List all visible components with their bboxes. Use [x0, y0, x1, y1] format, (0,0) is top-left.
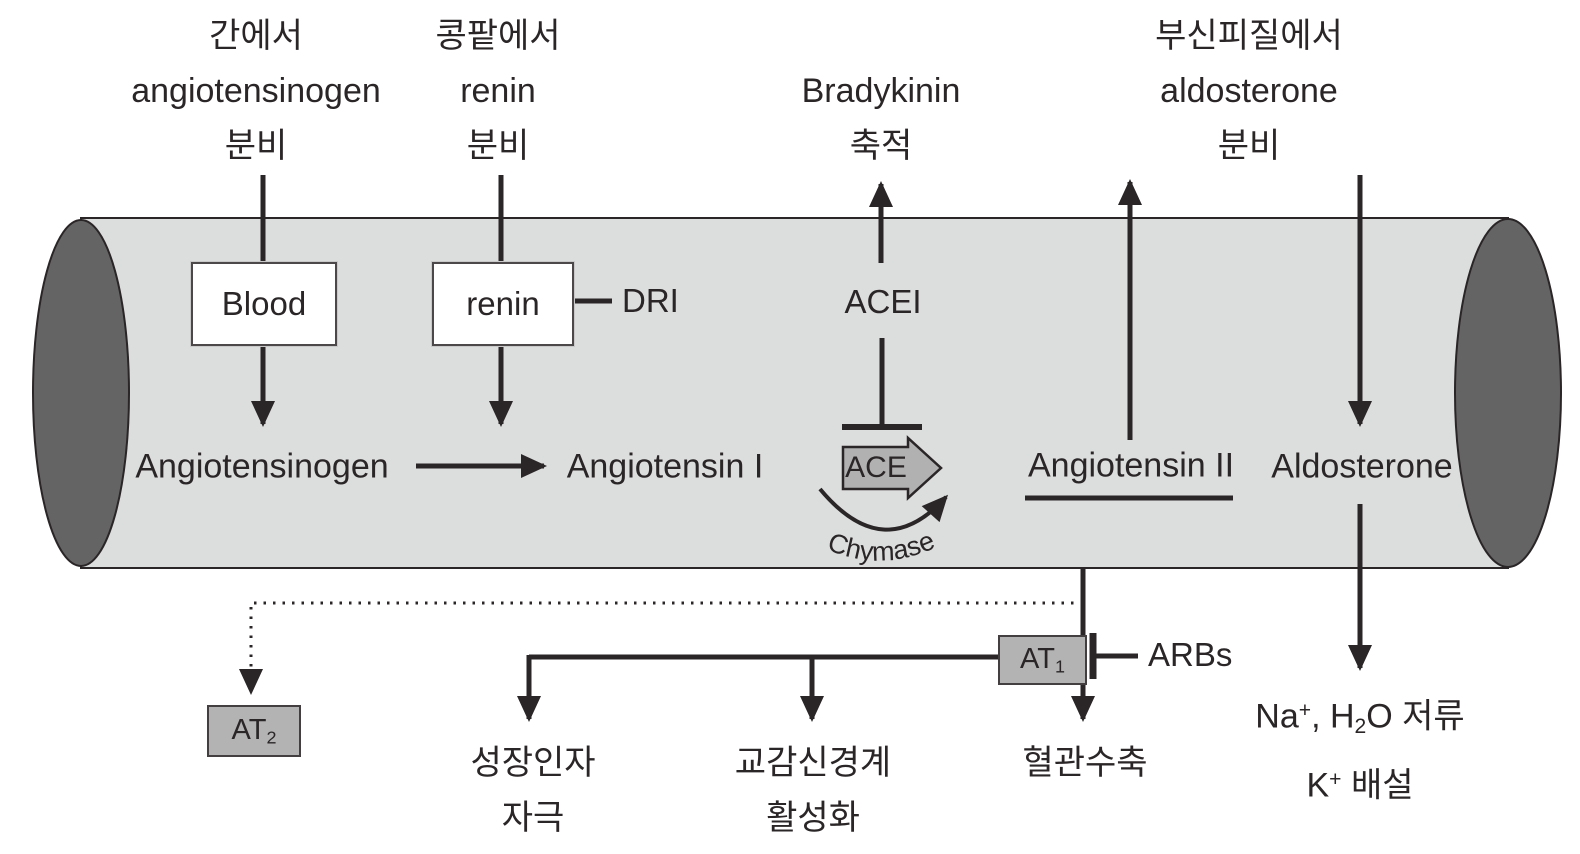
at1-label: AT1: [1020, 642, 1065, 677]
sympathetic-line1: 교감신경계: [734, 744, 892, 782]
vasoconstriction-text: 혈관수축: [1022, 744, 1148, 782]
sympathetic-line2: 활성화: [766, 799, 860, 837]
label-kidney-line3: 분비: [466, 127, 530, 165]
label-bradykinin: Bradykinin 축적: [802, 64, 961, 174]
label-adrenal-line1: 부신피질에서: [1155, 17, 1343, 55]
label-bradykinin-line2: 축적: [849, 127, 913, 165]
at1-receptor-box: AT1: [998, 635, 1087, 685]
angiotensin2-label: Angiotensin II: [1027, 446, 1235, 485]
label-liver-source: 간에서 angiotensinogen 분비: [131, 9, 381, 174]
growth-factor-line2: 자극: [501, 799, 565, 837]
sympathetic-label: 교감신경계 활성화: [735, 736, 891, 846]
chymase-curved-arrow: [818, 487, 949, 532]
growth-factor-label: 성장인자 자극: [470, 736, 595, 846]
at2-label: AT2: [231, 713, 277, 748]
label-liver-line3: 분비: [224, 127, 288, 165]
label-kidney-line1: 콩팥에서: [435, 17, 561, 55]
ace-label: ACE: [845, 451, 907, 484]
dri-label: DRI: [622, 282, 679, 319]
acei-label: ACEI: [844, 283, 922, 320]
angiotensinogen-label: Angiotensinogen: [135, 447, 389, 486]
label-liver-line2: angiotensinogen: [131, 72, 381, 110]
label-kidney-source: 콩팥에서 renin 분비: [435, 9, 560, 174]
label-bradykinin-line1: Bradykinin: [801, 72, 961, 110]
vessel-right-cap: [1454, 218, 1562, 568]
retention-line2: K+ 배설: [1306, 766, 1414, 805]
growth-factor-line1: 성장인자: [470, 744, 596, 782]
label-liver-line1: 간에서: [209, 17, 303, 55]
label-kidney-line2: renin: [460, 72, 536, 110]
angiotensin1-label: Angiotensin I: [566, 447, 764, 486]
label-adrenal-line3: 분비: [1217, 127, 1281, 165]
renin-box-label: renin: [466, 285, 540, 322]
blood-box-label: Blood: [221, 285, 307, 322]
ace-block-arrow: [841, 435, 943, 501]
label-adrenal-line2: aldosterone: [1160, 72, 1338, 110]
retention-label: Na+, H2O 저류 K+ 배설: [1255, 684, 1464, 812]
aldosterone-label: Aldosterone: [1271, 447, 1453, 486]
at2-receptor-box: AT2: [207, 705, 301, 757]
label-adrenal-source: 부신피질에서 aldosterone 분비: [1155, 9, 1343, 174]
retention-line1: Na+, H2O 저류: [1255, 697, 1465, 738]
vessel-left-cap: [32, 219, 130, 567]
vasoconstriction-label: 혈관수축: [1022, 736, 1147, 791]
renin-box: renin: [432, 262, 574, 346]
dotted-arrow-to-at2: [239, 601, 1083, 695]
arbs-label: ARBs: [1148, 636, 1233, 673]
blood-box: Blood: [191, 262, 337, 346]
